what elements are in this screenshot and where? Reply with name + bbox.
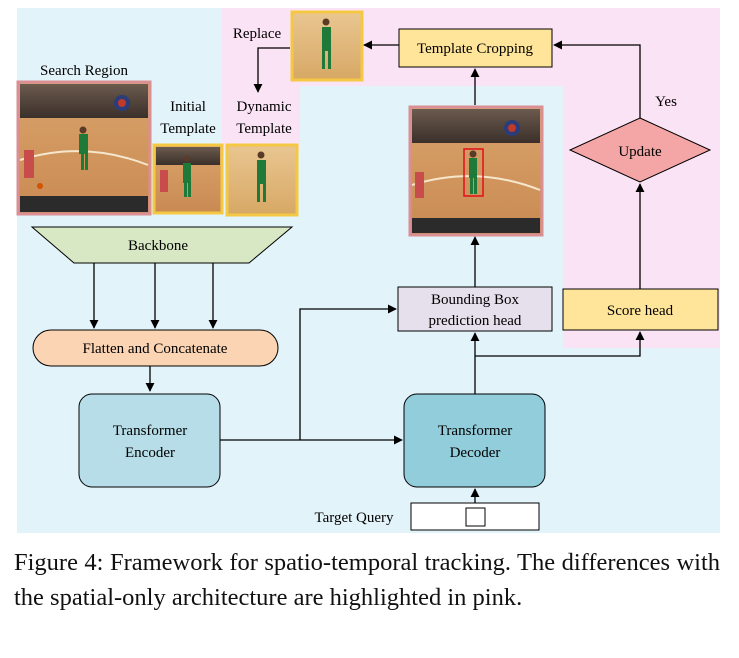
dynamic-template-label-line2: Template [236,121,292,137]
decoder-label-line2: Decoder [450,445,501,461]
target-query-label: Target Query [314,510,394,526]
encoder-label-line2: Encoder [125,445,175,461]
decoder-to-score-head-arrow [475,331,645,357]
bbox-head-block [397,286,553,332]
diagram-canvas: Search Region Initial Template Dynamic T… [16,8,720,533]
template-cropping-box [398,28,553,68]
search-region-label: Search Region [40,63,128,79]
predicted-bounding-box [463,148,484,197]
flatten-concat-label: Flatten and Concatenate [83,341,228,357]
replacement-template-image [290,10,364,82]
initial-template-label-line2: Template [160,121,216,137]
update-label: Update [618,144,662,160]
tracking-result-image [408,105,544,237]
initial-template-label-line1: Initial [170,99,206,115]
initial-template-image [152,143,224,215]
encoder-to-bbox-head-arrow [299,304,397,440]
flatten-concat-block [32,329,279,367]
template-cropping-label: Template Cropping [417,41,534,57]
target-query-token [465,507,486,527]
dynamic-template-image [225,143,299,217]
transformer-encoder-block [78,393,221,488]
replace-arrow [253,47,290,93]
figure-caption: Figure 4: Framework for spatio-temporal … [14,549,720,611]
replace-label: Replace [233,26,282,42]
temporal-region-background [222,8,720,348]
encoder-label-line1: Transformer [113,423,187,439]
bbox-head-label-line1: Bounding Box [431,292,519,308]
score-head-label: Score head [607,303,674,319]
score-head-box [562,288,719,331]
bbox-head-label-line2: prediction head [429,313,522,329]
update-yes-arrow [553,40,641,118]
transformer-decoder-block [403,393,546,488]
backbone-label: Backbone [128,238,188,254]
dynamic-template-label-line1: Dynamic [237,99,292,115]
framework-diagram: Search Region Initial Template Dynamic T… [16,8,720,533]
update-decision [568,117,712,183]
backbone-block [30,226,294,264]
decoder-label-line1: Transformer [438,423,512,439]
search-region-image [16,80,152,216]
yes-label: Yes [655,94,677,110]
